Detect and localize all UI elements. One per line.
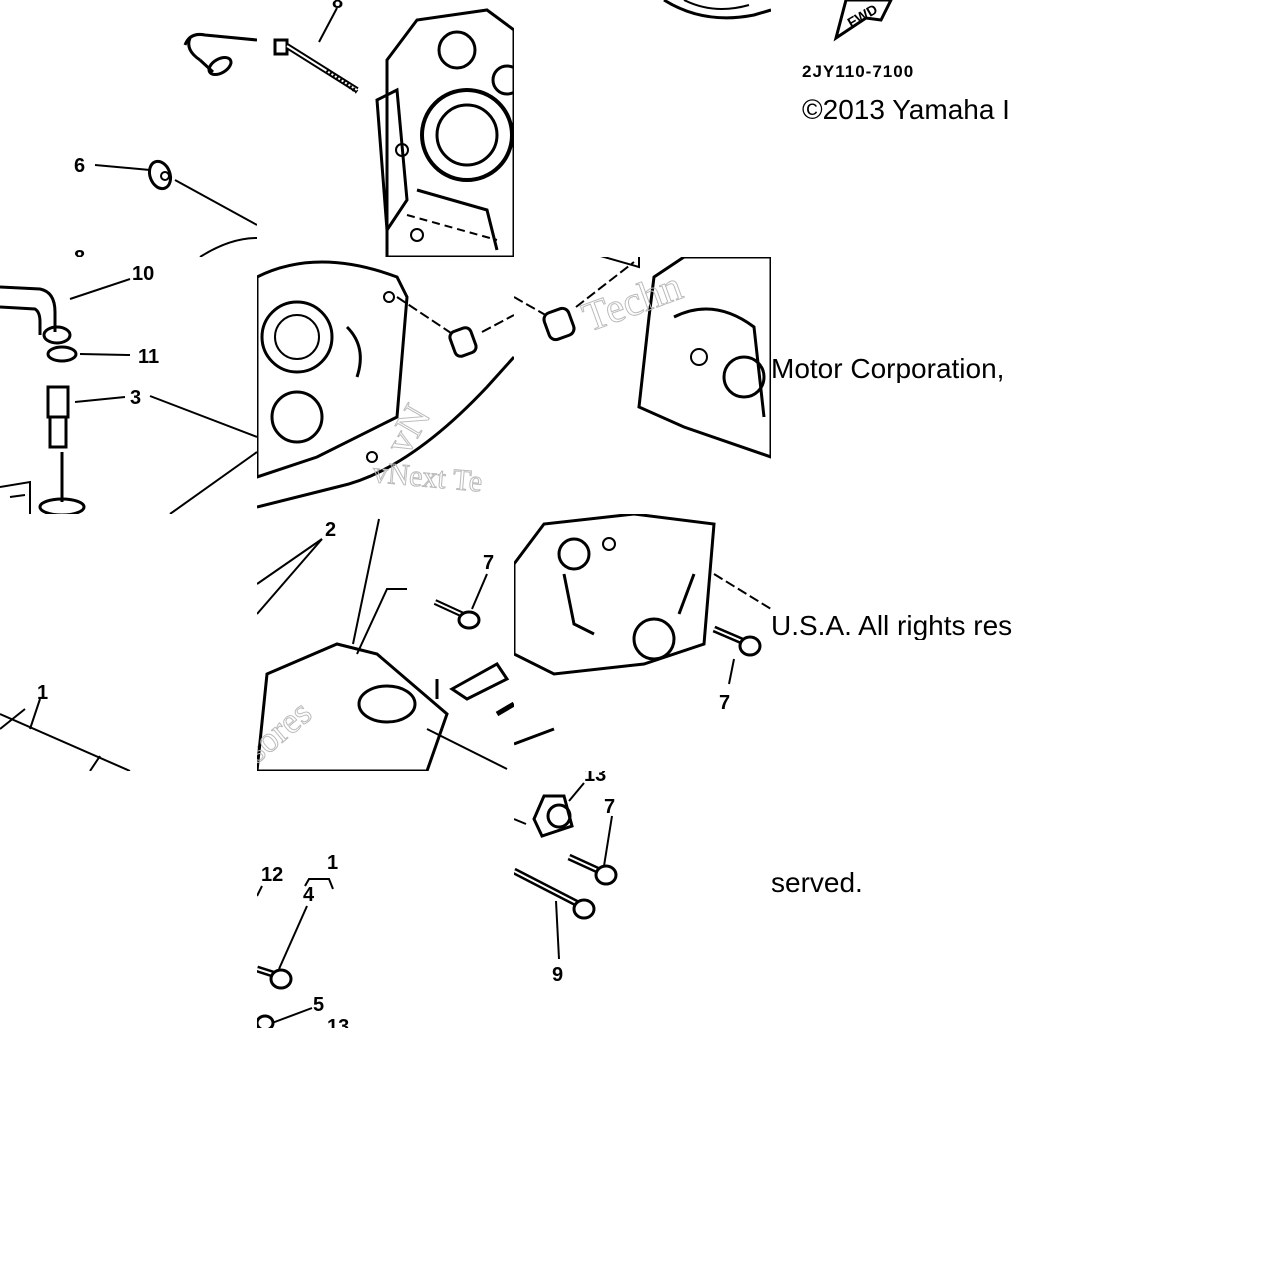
copyright-line-1: ©2013 Yamaha I <box>802 96 1010 124</box>
callout-8: 8 <box>332 0 343 13</box>
gasket-edge-drawing <box>663 0 771 20</box>
crankcase-lower-right-drawing: 7 <box>514 514 771 746</box>
tile-r2-c0: 1 <box>0 514 257 771</box>
tile-r2-c2: 7 <box>514 514 771 771</box>
callout-11: 11 <box>138 346 159 368</box>
crankcase-lower-drawing: 2 7 sores <box>257 518 514 771</box>
tile-r0-c2 <box>514 0 771 257</box>
callout-1: 1 <box>37 682 48 704</box>
callout-13b: 13 <box>327 1016 349 1028</box>
callout-3: 3 <box>130 387 141 409</box>
tile-r3-c1: 12 1 4 5 13 <box>257 771 514 1028</box>
part-code: 2JY110-7100 <box>802 62 915 81</box>
callout-8b: 8 <box>74 247 85 257</box>
callout-12: 12 <box>261 864 283 886</box>
copyright-line-2: Motor Corporation, <box>771 355 1005 383</box>
watermark-fragment-2: vNext Te <box>371 456 483 498</box>
tile-r2-c3: U.S.A. All rights res <box>771 514 1028 771</box>
dowel-and-case-drawing: Techn <box>514 257 771 459</box>
tile-r3-c0 <box>0 771 257 1028</box>
callout-7c: 7 <box>604 796 615 818</box>
callout-13: 13 <box>584 771 606 786</box>
watermark-fragment-3: vN <box>376 397 439 462</box>
tile-r1-c0: 10 11 3 <box>0 257 257 514</box>
callout-1b: 1 <box>327 852 338 874</box>
tile-r1-c2: Techn <box>514 257 771 514</box>
crankcase-upper-drawing: 8 <box>273 0 514 257</box>
tile-r2-c1: 2 7 sores <box>257 514 514 771</box>
crankcase-middle-drawing: vNext Te vN <box>257 260 514 509</box>
tile-r0-c0: 6 8 <box>0 0 257 257</box>
tile-r1-c3: Motor Corporation, <box>771 257 1028 514</box>
tile-r3-c2: 13 7 9 <box>514 771 771 1028</box>
tile-r0-c1: 8 <box>257 0 514 257</box>
watermark-fragment-1: Techn <box>577 263 689 341</box>
bracket-and-bolt-drawing: 13 7 9 <box>514 771 618 986</box>
copyright-line-4: served. <box>771 869 863 897</box>
tile-r1-c1: vNext Te vN <box>257 257 514 514</box>
watermark-fragment-4: sores <box>257 692 319 770</box>
fwd-arrow-icon: FWD <box>833 0 893 42</box>
callout-10: 10 <box>132 263 154 285</box>
callout-5: 5 <box>313 994 324 1016</box>
hose-and-washer-drawing: 6 8 <box>74 33 257 257</box>
tile-r3-c3: served. <box>771 771 1028 1028</box>
breather-hose-drawing: 10 11 3 <box>0 263 257 514</box>
crankcase-edge-left-drawing: 1 <box>0 682 131 771</box>
callout-2: 2 <box>325 519 336 541</box>
tile-r0-c3: FWD 2JY110-7100 ©2013 Yamaha I <box>771 0 1028 257</box>
callout-9: 9 <box>552 964 563 986</box>
copyright-line-3: U.S.A. All rights res <box>771 612 1013 640</box>
case-bolt-drawing: 12 1 4 5 13 <box>257 852 349 1028</box>
callout-6: 6 <box>74 155 85 177</box>
callout-7b: 7 <box>719 692 730 714</box>
callout-4: 4 <box>303 884 315 906</box>
callout-7a: 7 <box>483 552 494 574</box>
